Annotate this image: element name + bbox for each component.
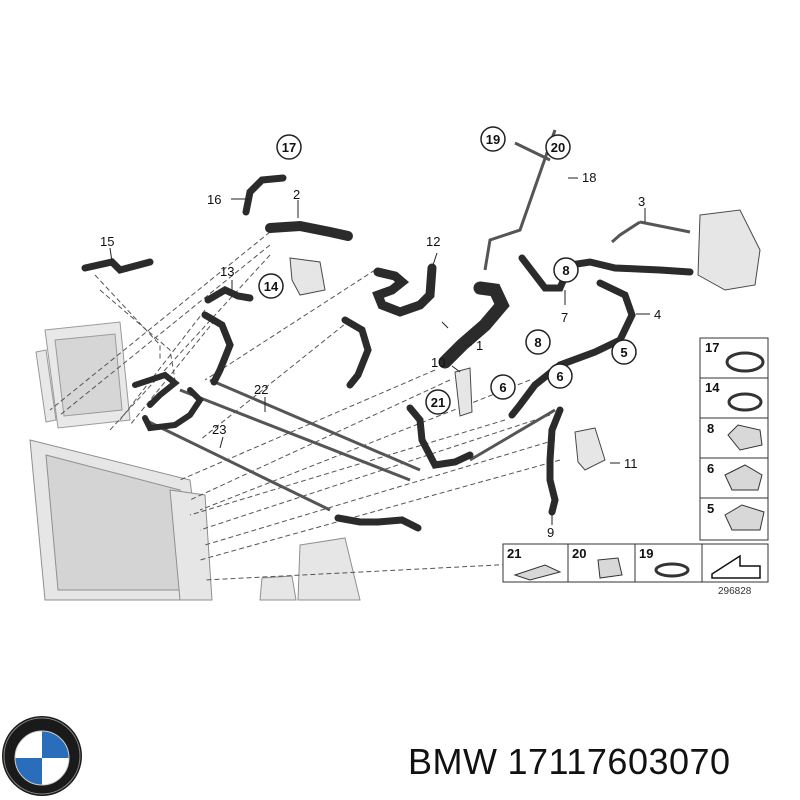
callout-4: 4 [654, 307, 661, 322]
callout-17: 17 [282, 140, 296, 155]
bmw-logo [2, 716, 82, 796]
radiator-upper [35, 321, 131, 429]
callout-23: 23 [212, 422, 226, 437]
callout-13: 13 [220, 264, 234, 279]
callout-16: 16 [207, 192, 221, 207]
callout-15: 15 [100, 234, 114, 249]
legend-bottom-item-2: 19 [639, 546, 653, 561]
coolant-hoses [81, 174, 694, 532]
callout-2: 2 [293, 187, 300, 202]
callout-14: 14 [264, 279, 279, 294]
callout-7: 7 [561, 310, 568, 325]
callout-9: 9 [547, 525, 554, 540]
reference-number: 296828 [718, 586, 752, 597]
coolant-pipes [144, 129, 691, 512]
part-number: 17117603070 [507, 741, 731, 782]
radiator-lower [259, 537, 361, 601]
callout-pointers [109, 177, 650, 525]
clip-icons [724, 351, 765, 531]
legend-right-item-3: 6 [707, 461, 714, 476]
callout-6-left: 6 [499, 380, 506, 395]
legend-bottom: 21 20 19 296828 [502, 543, 769, 597]
small-parts [289, 209, 761, 471]
callout-22: 22 [254, 382, 268, 397]
arrow-icon [711, 554, 761, 579]
legend-right-item-4: 5 [707, 501, 714, 516]
callout-11: 11 [624, 456, 638, 471]
callout-10: 10 [431, 355, 445, 370]
callout-20: 20 [551, 140, 565, 155]
legend-right-item-0: 17 [705, 340, 719, 355]
legend-bottom-item-1: 20 [572, 546, 586, 561]
callout-circles [258, 126, 637, 415]
callout-1: 1 [476, 338, 483, 353]
callout-18: 18 [582, 170, 596, 185]
callout-labels: 17 16 2 14 15 13 12 19 20 18 3 8 7 4 8 5… [100, 132, 661, 540]
legend-right-item-2: 8 [707, 421, 714, 436]
radiator-main [29, 439, 213, 601]
callout-3: 3 [638, 194, 645, 209]
legend-bottom-item-0: 21 [507, 546, 521, 561]
legend-right-item-1: 14 [705, 380, 720, 395]
brand-name: BMW [408, 741, 498, 782]
dashed-leaders [49, 231, 596, 581]
callout-8-top: 8 [562, 263, 569, 278]
callout-8-mid: 8 [534, 335, 541, 350]
callout-5: 5 [620, 345, 627, 360]
callout-19: 19 [486, 132, 500, 147]
callout-6-right: 6 [556, 369, 563, 384]
legend-right: 17 14 8 6 5 [699, 337, 769, 541]
callout-12: 12 [426, 234, 440, 249]
callout-21: 21 [431, 395, 445, 410]
